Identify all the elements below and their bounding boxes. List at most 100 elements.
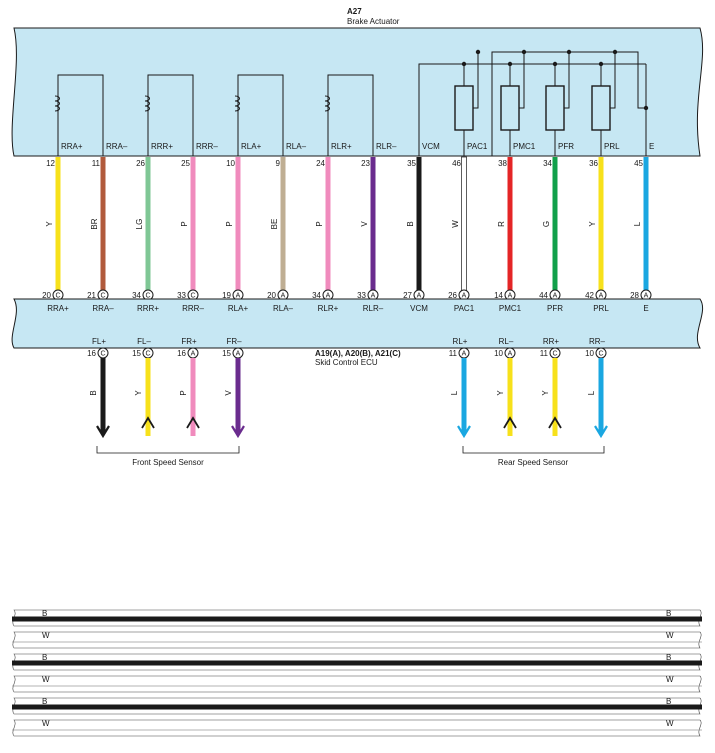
vcm-supply-line — [418, 63, 646, 156]
ecu-connector-letter: A — [462, 293, 467, 300]
actuator-pin-number: 35 — [407, 159, 416, 168]
sensor-ground-tap-1 — [473, 52, 479, 109]
actuator-pin-number: 11 — [92, 159, 101, 168]
speed-pin-number: 10 — [494, 349, 503, 358]
ecu-terminal-label: RLR– — [363, 304, 384, 313]
ecu-connector-letter: C — [100, 293, 105, 300]
solenoid-coil-2 — [144, 95, 150, 112]
ecu-terminal-label: PRL — [593, 304, 609, 313]
speed-terminal-label: RR+ — [543, 337, 560, 346]
ecu-connector-letter: A — [644, 293, 649, 300]
solenoid-loop-3 — [237, 74, 284, 156]
ecu-pin-number: 34 — [132, 291, 141, 300]
ecu-pin-number: 20 — [267, 291, 276, 300]
speed-terminal-label: FR+ — [181, 337, 197, 346]
ecu-pin-number: 28 — [630, 291, 639, 300]
speed-pin-number: 16 — [177, 349, 186, 358]
speed-connector-letter: A — [462, 351, 467, 358]
wire-color-code: B — [406, 221, 415, 226]
speed-pin-number: 11 — [449, 349, 458, 358]
ecu-terminal-label: RRA– — [92, 304, 114, 313]
legend-code-right: B — [666, 609, 671, 618]
sensor-ground-tap-2 — [519, 52, 525, 109]
solenoid-coil-1 — [54, 95, 60, 112]
skid-control-ecu-box — [11, 298, 704, 349]
speed-terminal-label: FR– — [226, 337, 242, 346]
actuator-terminal-label: PAC1 — [467, 142, 488, 151]
ecu-terminal-label: E — [643, 304, 648, 313]
speed-wire-color-code: Y — [496, 390, 505, 396]
arrow-down-icon — [594, 425, 608, 439]
actuator-terminal-label: RRA– — [106, 142, 128, 151]
speed-connector-letter: C — [100, 351, 105, 358]
junction-dot — [552, 61, 558, 67]
legend-code-left: W — [42, 675, 50, 684]
junction-dot — [475, 49, 481, 55]
ecu-code: A19(A), A20(B), A21(C) — [315, 349, 401, 358]
ecu-pin-number: 26 — [448, 291, 457, 300]
actuator-name: Brake Actuator — [347, 17, 400, 26]
wire-color-code: V — [360, 221, 369, 227]
wire-color-code: Y — [45, 221, 54, 227]
speed-connector-letter: C — [552, 351, 557, 358]
ecu-pin-number: 44 — [539, 291, 548, 300]
solenoid-loop-4 — [327, 74, 374, 156]
actuator-internals — [54, 49, 649, 156]
brake-actuator-box — [11, 27, 704, 157]
legend-code-right: W — [666, 719, 674, 728]
actuator-pin-number: 10 — [226, 159, 235, 168]
ecu-connector-letter: A — [371, 293, 376, 300]
junction-dot — [598, 61, 604, 67]
actuator-terminal-label: RRA+ — [61, 142, 83, 151]
junction-dot — [461, 61, 467, 67]
legend-code-left: B — [42, 697, 47, 706]
actuator-terminal-label: RLA– — [286, 142, 307, 151]
speed-pin-number: 15 — [222, 349, 231, 358]
speed-connector-letter: C — [145, 351, 150, 358]
speed-terminal-label: RL– — [499, 337, 514, 346]
legend-code-left: W — [42, 719, 50, 728]
actuator-terminal-label: RLA+ — [241, 142, 262, 151]
actuator-pin-number: 45 — [634, 159, 643, 168]
legend-code-right: B — [666, 697, 671, 706]
ecu-connector-letter: C — [190, 293, 195, 300]
actuator-terminal-label: PMC1 — [513, 142, 536, 151]
actuator-pin-number: 46 — [452, 159, 461, 168]
ecu-pin-number: 27 — [403, 291, 412, 300]
speed-wire-color-code: Y — [134, 390, 143, 396]
actuator-terminal-label: RRR– — [196, 142, 218, 151]
speed-pin-number: 15 — [132, 349, 141, 358]
actuator-terminal-label: RLR– — [376, 142, 397, 151]
wire-color-code: L — [633, 221, 642, 226]
wire-color-code: LG — [135, 219, 144, 230]
legend-strip — [12, 719, 702, 737]
speed-connector-letter: C — [598, 351, 603, 358]
actuator-terminal-label: RRR+ — [151, 142, 173, 151]
actuator-terminal-label: E — [649, 142, 654, 151]
wire-color-code: W — [451, 220, 460, 228]
ecu-name: Skid Control ECU — [315, 358, 378, 367]
rear-speed-sensor-group: Rear Speed Sensor — [462, 446, 605, 467]
arrow-down-icon — [457, 425, 471, 439]
wire-color-code: P — [180, 221, 189, 226]
actuator-terminal-label: RLR+ — [331, 142, 352, 151]
wire-color-code: R — [497, 221, 506, 227]
legend-code-right: W — [666, 675, 674, 684]
speed-pin-number: 10 — [585, 349, 594, 358]
legend-code-left: B — [42, 609, 47, 618]
arrow-up-icon — [548, 416, 562, 429]
legend-code-left: W — [42, 631, 50, 640]
ecu-terminal-label: VCM — [410, 304, 428, 313]
ecu-connector-letter: A — [417, 293, 422, 300]
sensor-ground-tap-3 — [564, 52, 570, 109]
ecu-pin-number: 33 — [357, 291, 366, 300]
ecu-terminal-label: RRR+ — [137, 304, 159, 313]
ecu-connector-letter: A — [236, 293, 241, 300]
ecu-pin-number: 42 — [585, 291, 594, 300]
actuator-pin-number: 34 — [543, 159, 552, 168]
rear-sensor-bracket — [462, 446, 605, 454]
